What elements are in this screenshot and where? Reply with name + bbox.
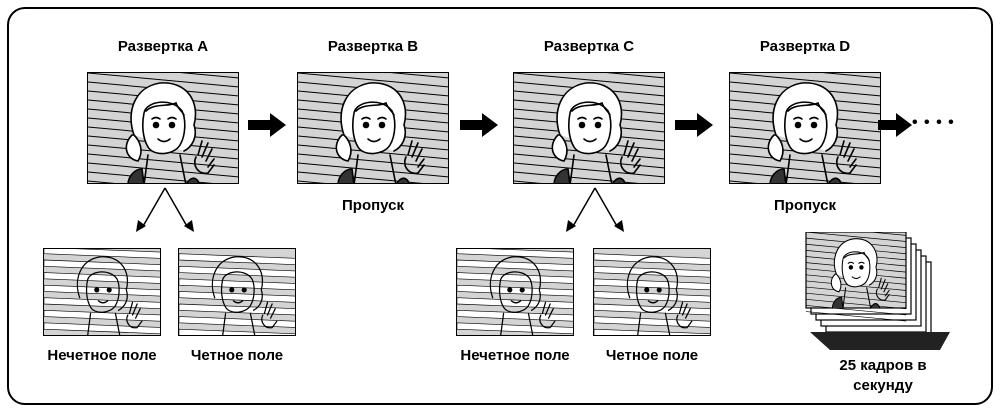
scan-line	[298, 73, 448, 88]
split-arrows-icon	[566, 187, 624, 232]
arrow-right-icon	[460, 113, 498, 137]
even-field-frame-a	[178, 248, 296, 336]
odd-field-label-a: Нечетное поле	[47, 347, 157, 364]
odd-field-frame-a	[43, 248, 161, 336]
even-field-label-a: Четное поле	[190, 347, 284, 364]
scan-line	[88, 73, 238, 88]
field-band	[594, 291, 710, 303]
scan-line	[730, 180, 758, 183]
field-band	[457, 322, 573, 335]
scan-line	[730, 171, 855, 183]
field-band	[44, 309, 160, 322]
scan-c-frame	[513, 72, 665, 184]
field-band	[44, 284, 160, 297]
scan-line	[298, 180, 326, 183]
field-band	[457, 284, 573, 297]
field-band	[594, 278, 710, 291]
split-arrows-icon	[136, 187, 194, 232]
diagram-frame	[7, 7, 993, 405]
field-band	[594, 316, 710, 328]
scan-c-label: Развертка C	[543, 38, 635, 55]
field-band	[457, 309, 573, 322]
scan-line	[606, 73, 664, 79]
field-band	[457, 249, 573, 259]
scan-b-frame	[297, 72, 449, 184]
field-band	[179, 328, 295, 335]
field-band	[44, 335, 161, 336]
field-band	[44, 249, 160, 259]
field-band	[179, 291, 295, 303]
stack-shadow	[810, 332, 950, 350]
arrow-right-icon	[878, 113, 912, 137]
scan-line	[390, 73, 448, 79]
scan-line	[180, 73, 238, 79]
stacked-frames	[800, 219, 950, 350]
scan-line	[730, 73, 880, 88]
continuation-dots: • • • •	[912, 114, 955, 131]
even-field-label-c: Четное поле	[605, 347, 699, 364]
field-band	[179, 316, 295, 328]
scan-line	[298, 153, 448, 169]
scan-d-label: Развертка D	[759, 38, 851, 55]
scan-line	[88, 171, 213, 183]
field-band	[594, 253, 710, 265]
scan-d-skip-note: Пропуск	[774, 197, 836, 214]
scan-line	[514, 171, 639, 183]
field-band	[457, 335, 574, 336]
scan-line	[730, 162, 880, 178]
field-band	[179, 303, 295, 316]
field-band	[44, 259, 160, 272]
odd-field-frame-c	[456, 248, 574, 336]
scan-d-frame	[729, 72, 881, 184]
scan-line	[514, 73, 664, 88]
field-band	[594, 328, 710, 335]
scan-line	[822, 73, 880, 79]
field-band	[179, 278, 295, 291]
scan-line	[514, 153, 664, 169]
frames-per-second-label: 25 кадров в секунду	[839, 357, 927, 394]
field-band	[44, 322, 160, 335]
scan-line	[88, 153, 238, 169]
scan-a-frame	[87, 72, 239, 184]
scan-line	[298, 171, 423, 183]
scan-line	[514, 180, 542, 183]
arrow-right-icon	[248, 113, 286, 137]
field-band	[44, 272, 160, 284]
scan-line	[730, 153, 880, 169]
field-band	[457, 259, 573, 272]
field-band	[457, 272, 573, 284]
scan-line	[88, 180, 116, 183]
scan-line	[88, 162, 238, 178]
scan-a-label: Развертка A	[117, 38, 209, 55]
odd-field-label-c: Нечетное поле	[460, 347, 570, 364]
scan-b-label: Развертка B	[327, 38, 419, 55]
scan-line	[298, 162, 448, 178]
scan-b-skip-note: Пропуск	[342, 197, 404, 214]
even-field-frame-c	[593, 248, 711, 336]
field-band	[179, 253, 295, 265]
field-band	[594, 303, 710, 316]
arrow-right-icon	[675, 113, 713, 137]
scan-line	[514, 162, 664, 178]
